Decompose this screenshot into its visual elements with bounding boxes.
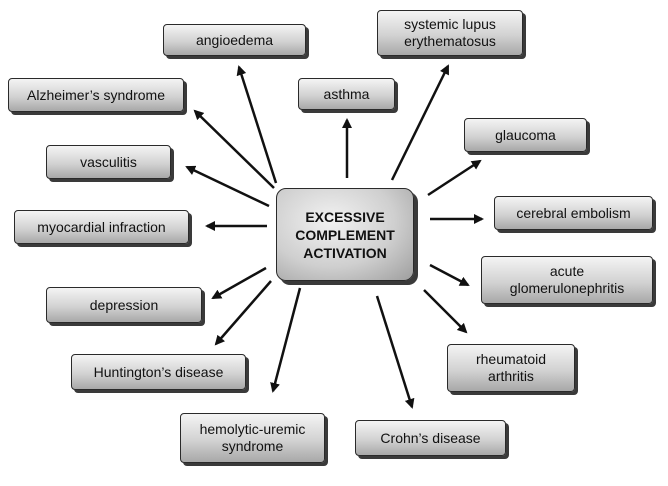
- center-label-line2: COMPLEMENT: [295, 226, 395, 243]
- node-glaucoma: glaucoma: [464, 118, 587, 152]
- node-label: glaucoma: [495, 126, 556, 143]
- node-label: syndrome: [221, 438, 284, 454]
- node-label: depression: [89, 296, 159, 313]
- node-label: myocardial infraction: [37, 218, 166, 235]
- node-angioedema: angioedema: [163, 24, 306, 56]
- node-systemic-lupus-erythematosus: systemic lupus erythematosus: [377, 10, 523, 56]
- node-acute-glomerulonephritis: acute glomerulonephritis: [481, 256, 653, 304]
- node-label: glomerulonephritis: [509, 280, 625, 296]
- arrow-to-rheumatoid-arthritis: [423, 289, 468, 334]
- node-alzheimers-syndrome: Alzheimer’s syndrome: [8, 78, 184, 112]
- node-label: vasculitis: [80, 153, 137, 170]
- arrow-to-depression: [211, 266, 267, 300]
- arrow-to-systemic-lupus-erythematosus: [390, 64, 450, 181]
- node-label: systemic lupus: [404, 16, 496, 32]
- node-label: erythematosus: [404, 33, 496, 49]
- arrow-to-vasculitis: [185, 165, 270, 208]
- node-asthma: asthma: [298, 78, 395, 110]
- node-label: cerebral embolism: [516, 204, 631, 221]
- center-label-line3: ACTIVATION: [303, 244, 387, 261]
- node-label: rheumatoid: [475, 351, 547, 367]
- node-crohns-disease: Crohn’s disease: [355, 420, 506, 456]
- node-depression: depression: [46, 287, 202, 323]
- node-myocardial-infraction: myocardial infraction: [14, 210, 189, 244]
- node-label: arthritis: [488, 368, 534, 384]
- node-label: asthma: [323, 85, 370, 102]
- node-hemolytic-uremic-syndrome: hemolytic-uremic syndrome: [180, 413, 325, 463]
- arrow-to-hemolytic-uremic-syndrome: [270, 287, 302, 393]
- node-rheumatoid-arthritis: rheumatoid arthritis: [447, 344, 575, 392]
- arrow-to-angioedema: [236, 65, 278, 184]
- arrow-to-acute-glomerulonephritis: [429, 263, 470, 287]
- node-label: angioedema: [195, 31, 274, 48]
- node-huntingtons-disease: Huntington’s disease: [71, 354, 246, 390]
- node-label: hemolytic-uremic: [199, 421, 306, 437]
- center-label-line1: EXCESSIVE: [305, 208, 385, 225]
- arrow-to-alzheimers-syndrome: [193, 109, 275, 189]
- node-label: Alzheimer’s syndrome: [27, 86, 165, 103]
- arrow-to-glaucoma: [427, 159, 482, 197]
- node-vasculitis: vasculitis: [46, 145, 171, 179]
- arrow-to-huntingtons-disease: [214, 280, 272, 346]
- node-cerebral-embolism: cerebral embolism: [494, 196, 653, 230]
- arrow-to-crohns-disease: [375, 295, 415, 409]
- node-label: Huntington’s disease: [93, 363, 224, 380]
- node-label: acute: [549, 263, 585, 279]
- node-label: Crohn’s disease: [380, 429, 481, 446]
- center-node-excessive-complement-activation: EXCESSIVE COMPLEMENT ACTIVATION: [276, 188, 414, 281]
